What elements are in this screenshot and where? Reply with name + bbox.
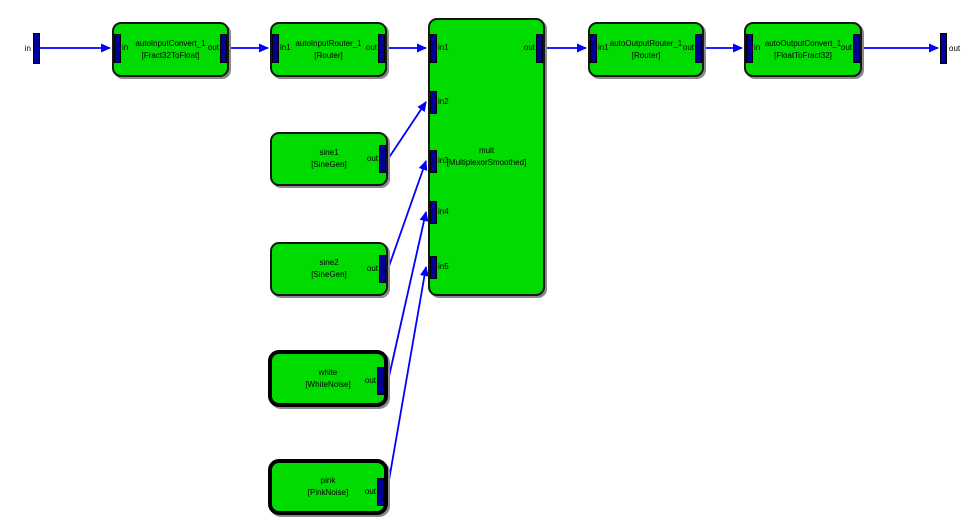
pin-label: in xyxy=(754,43,761,52)
pin-label: in4 xyxy=(438,207,449,216)
pin-mult-in3[interactable] xyxy=(430,149,437,173)
wire-white-out-to-mult-in4[interactable] xyxy=(387,211,429,382)
pin-autoInputConvert_1-in[interactable] xyxy=(114,33,121,63)
pin-label: out xyxy=(366,154,378,163)
pin-label: out xyxy=(682,43,694,52)
pin-label: out xyxy=(364,376,376,385)
pin-sine1-out[interactable] xyxy=(379,145,386,173)
pin-label: out xyxy=(207,43,219,52)
pin-autoOutputConvert_1-out[interactable] xyxy=(853,33,860,63)
wire-sine1-out-to-mult-in2[interactable] xyxy=(387,101,427,160)
pin-label: out xyxy=(840,43,852,52)
pin-label: in2 xyxy=(438,97,449,106)
pin-autoOutputConvert_1-in[interactable] xyxy=(746,33,753,63)
external-pin-in[interactable] xyxy=(33,33,40,64)
wire-sine2-out-to-mult-in3[interactable] xyxy=(387,160,428,270)
pin-white-out[interactable] xyxy=(377,367,384,395)
pin-label: in3 xyxy=(438,156,449,165)
pin-mult-in1[interactable] xyxy=(430,33,437,63)
pin-autoOutputRouter_1-out[interactable] xyxy=(695,33,702,63)
block-white[interactable]: white[WhiteNoise]out xyxy=(268,350,388,407)
pin-label: out xyxy=(523,43,535,52)
pin-label: in5 xyxy=(438,262,449,271)
external-pin-label: in xyxy=(24,43,31,53)
block-sine1[interactable]: sine1[SineGen]out xyxy=(270,132,388,186)
block-sine2[interactable]: sine2[SineGen]out xyxy=(270,242,388,296)
pin-pink-out[interactable] xyxy=(377,478,384,506)
pin-label: in1 xyxy=(280,43,291,52)
pin-autoInputConvert_1-out[interactable] xyxy=(220,33,227,63)
pin-autoInputRouter_1-out[interactable] xyxy=(378,33,385,63)
pin-label: out xyxy=(365,43,377,52)
pin-label: out xyxy=(364,487,376,496)
pin-autoInputRouter_1-in1[interactable] xyxy=(272,33,279,63)
external-pin-out[interactable] xyxy=(940,33,947,64)
pin-label: in1 xyxy=(438,43,449,52)
pin-autoOutputRouter_1-in1[interactable] xyxy=(590,33,597,63)
pin-label: out xyxy=(366,264,378,273)
pin-mult-out[interactable] xyxy=(536,33,543,63)
external-pin-label: out xyxy=(949,43,961,53)
wire-pink-out-to-mult-in5[interactable] xyxy=(387,266,429,487)
pin-label: in1 xyxy=(598,43,609,52)
pin-mult-in2[interactable] xyxy=(430,90,437,114)
pin-mult-in5[interactable] xyxy=(430,255,437,279)
pin-sine2-out[interactable] xyxy=(379,255,386,283)
pin-mult-in4[interactable] xyxy=(430,200,437,224)
block-pink[interactable]: pink[PinkNoise]out xyxy=(268,459,388,515)
pin-label: in xyxy=(122,43,129,52)
